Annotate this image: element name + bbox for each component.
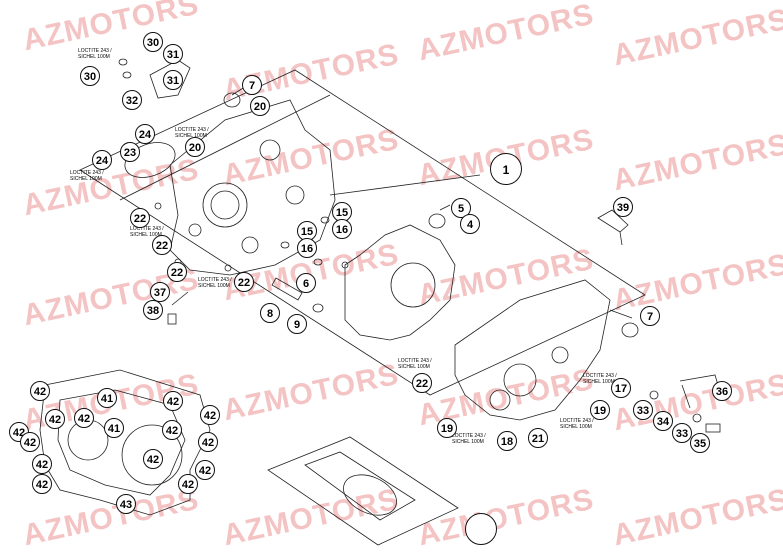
loctite-note: LOCTITE 243 / SICHEL 100M xyxy=(70,170,104,182)
right-crankcase-half xyxy=(454,279,611,421)
callout[interactable]: 22 xyxy=(130,208,150,228)
callout[interactable]: 31 xyxy=(163,70,183,90)
callout[interactable]: 1 xyxy=(490,153,522,185)
loctite-note: LOCTITE 243 / SICHEL 100M xyxy=(583,373,617,385)
callout[interactable]: 16 xyxy=(297,238,317,258)
callout[interactable]: 15 xyxy=(332,202,352,222)
loctite-note: LOCTITE 243 / SICHEL 100M xyxy=(78,48,112,60)
callout[interactable]: 42 xyxy=(195,460,215,480)
loctite-note: LOCTITE 243 / SICHEL 100M xyxy=(130,226,164,238)
callout[interactable]: 42 xyxy=(200,405,220,425)
callout[interactable]: 30 xyxy=(80,66,100,86)
spring-clip xyxy=(597,209,629,246)
assembly-outline xyxy=(79,69,646,396)
callout[interactable]: 42 xyxy=(30,381,50,401)
callout[interactable]: 43 xyxy=(116,494,136,514)
callout[interactable]: 19 xyxy=(437,418,457,438)
callout[interactable]: 22 xyxy=(167,262,187,282)
loctite-note: LOCTITE 243 / SICHEL 100M xyxy=(198,277,232,289)
callout[interactable]: 19 xyxy=(590,400,610,420)
callout[interactable]: 30 xyxy=(143,32,163,52)
callout[interactable]: 33 xyxy=(633,400,653,420)
center-gasket xyxy=(344,224,456,341)
callout[interactable] xyxy=(465,513,497,545)
callout[interactable]: 32 xyxy=(122,90,142,110)
callout[interactable]: 41 xyxy=(97,388,117,408)
callout[interactable]: 37 xyxy=(150,282,170,302)
callout[interactable]: 34 xyxy=(653,411,673,431)
callout[interactable]: 35 xyxy=(690,433,710,453)
callout[interactable]: 7 xyxy=(242,75,262,95)
callout[interactable]: 22 xyxy=(234,272,254,292)
callout[interactable]: 23 xyxy=(120,142,140,162)
callout[interactable]: 42 xyxy=(20,432,40,452)
gasket-tray xyxy=(267,436,459,546)
loctite-note: LOCTITE 243 / SICHEL 100M xyxy=(452,433,486,445)
callout[interactable]: 4 xyxy=(460,214,480,234)
callout[interactable]: 42 xyxy=(32,454,52,474)
callout[interactable]: 42 xyxy=(143,449,163,469)
callout[interactable]: 8 xyxy=(260,303,280,323)
callout[interactable]: 22 xyxy=(152,235,172,255)
callout[interactable]: 42 xyxy=(162,420,182,440)
callout[interactable]: 42 xyxy=(198,432,218,452)
callout[interactable]: 42 xyxy=(74,408,94,428)
callout[interactable]: 7 xyxy=(640,306,660,326)
loctite-note: LOCTITE 243 / SICHEL 100M xyxy=(175,127,209,139)
callout[interactable]: 42 xyxy=(163,391,183,411)
callout[interactable]: 42 xyxy=(45,409,65,429)
callout[interactable]: 18 xyxy=(497,431,517,451)
callout[interactable]: 22 xyxy=(412,373,432,393)
loctite-note: LOCTITE 243 / SICHEL 100M xyxy=(560,418,594,430)
callout[interactable]: 24 xyxy=(135,124,155,144)
callout[interactable]: 20 xyxy=(185,137,205,157)
callout[interactable]: 33 xyxy=(672,423,692,443)
callout[interactable]: 17 xyxy=(611,378,631,398)
callout[interactable]: 24 xyxy=(92,150,112,170)
callout[interactable]: 21 xyxy=(528,428,548,448)
callout[interactable]: 9 xyxy=(287,314,307,334)
callout[interactable]: 42 xyxy=(178,474,198,494)
callout[interactable]: 16 xyxy=(332,219,352,239)
callout[interactable]: 20 xyxy=(250,96,270,116)
callout[interactable]: 42 xyxy=(32,474,52,494)
callout[interactable]: 31 xyxy=(163,44,183,64)
callout[interactable]: 38 xyxy=(143,300,163,320)
callout[interactable]: 6 xyxy=(296,273,316,293)
loctite-note: LOCTITE 243 / SICHEL 100M xyxy=(398,358,432,370)
callout[interactable]: 36 xyxy=(712,381,732,401)
callout[interactable]: 39 xyxy=(613,197,633,217)
callout[interactable]: 41 xyxy=(104,418,124,438)
